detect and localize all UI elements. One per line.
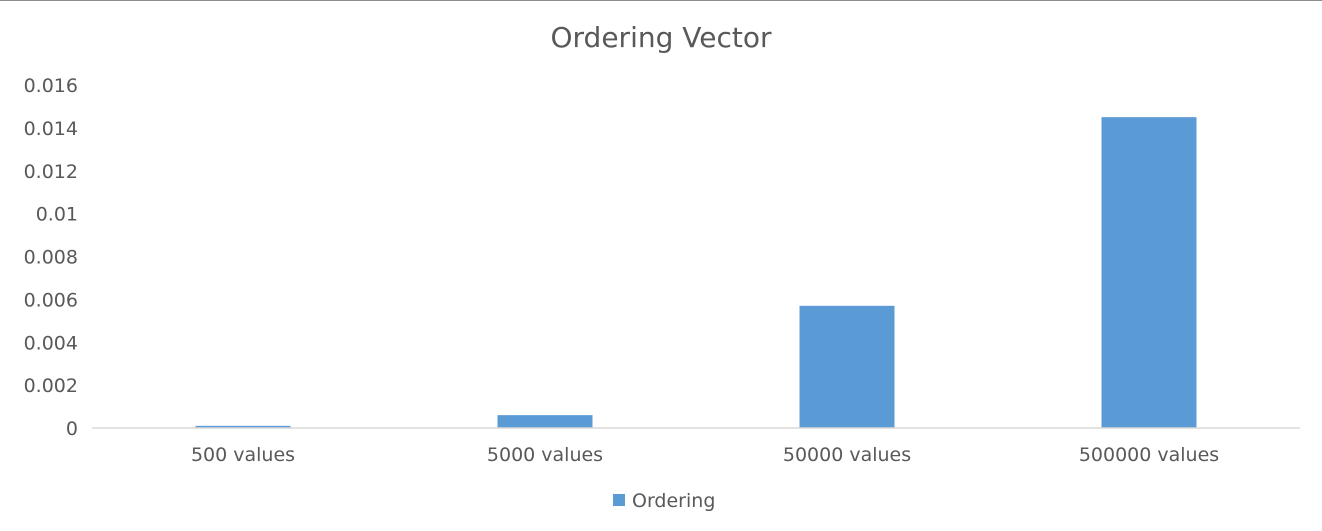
x-tick-label: 500 values xyxy=(191,444,295,466)
bar xyxy=(799,305,895,428)
y-tick-label: 0.006 xyxy=(24,289,78,311)
y-tick-label: 0.01 xyxy=(36,204,78,226)
y-tick-label: 0.012 xyxy=(24,161,78,183)
chart-title: Ordering Vector xyxy=(551,21,772,54)
y-tick-label: 0.002 xyxy=(24,375,78,397)
y-axis-ticks: 0 0.002 0.004 0.006 0.008 0.01 0.012 0.014 0.016 xyxy=(24,75,78,440)
x-tick-label: 500000 values xyxy=(1079,444,1219,466)
bar xyxy=(195,425,291,428)
bars xyxy=(195,117,1197,428)
legend-swatch xyxy=(613,494,625,506)
legend-label: Ordering xyxy=(632,490,715,512)
y-tick-label: 0.016 xyxy=(24,75,78,97)
legend: Ordering xyxy=(613,490,715,512)
y-tick-label: 0.008 xyxy=(24,247,78,269)
x-tick-label: 50000 values xyxy=(783,444,911,466)
x-axis-ticks: 500 values 5000 values 50000 values 500000 … xyxy=(191,444,1219,466)
bar xyxy=(1101,117,1197,428)
y-tick-label: 0.014 xyxy=(24,118,78,140)
x-tick-label: 5000 values xyxy=(487,444,603,466)
bar xyxy=(497,415,593,428)
y-tick-label: 0 xyxy=(66,418,78,440)
y-tick-label: 0.004 xyxy=(24,332,78,354)
